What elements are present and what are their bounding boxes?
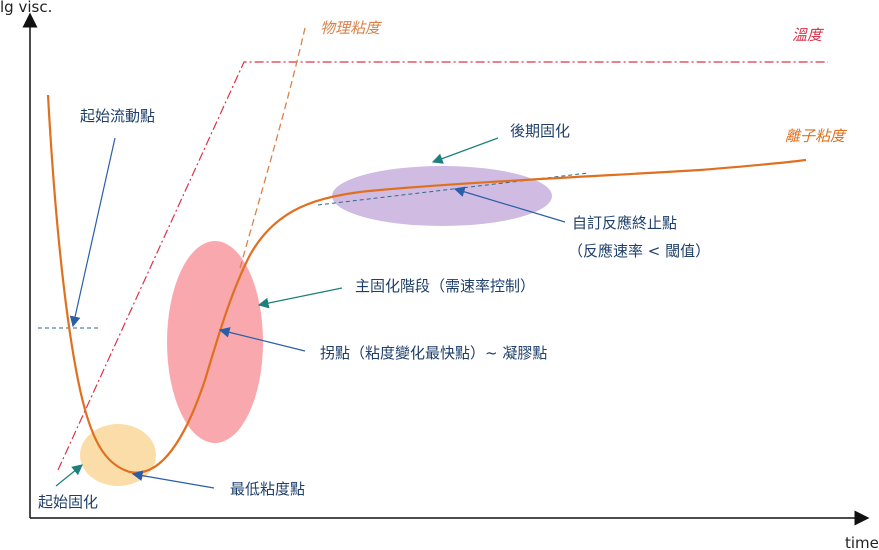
main-cure-arrow (257, 287, 343, 309)
physical-viscosity-curve (239, 27, 306, 269)
post-cure-region (332, 166, 552, 226)
start-cure-region (80, 424, 156, 486)
post-cure-arrow (431, 137, 499, 164)
custom-end-arrow (453, 186, 566, 223)
y-axis-label: lg visc. (0, 0, 52, 16)
start-flow-arrow (69, 137, 116, 328)
min-viscosity-arrow (131, 470, 215, 489)
start-flow-point-label: 起始流動點 (80, 107, 155, 125)
inflection-point-label: 拐點（粘度變化最快點）~ 凝膠點 (320, 344, 547, 362)
temperature-curve (57, 61, 828, 471)
custom-end-point-label: 自訂反應終止點 (572, 214, 677, 232)
ionic-viscosity-label: 離子粘度 (785, 127, 847, 145)
min-viscosity-label: 最低粘度點 (230, 480, 305, 498)
ionic-viscosity-curve (46, 94, 807, 474)
x-axis-label: time (845, 534, 879, 550)
start-cure-label: 起始固化 (38, 493, 98, 511)
post-cure-label: 後期固化 (510, 122, 570, 140)
main-cure-region (167, 241, 263, 443)
start-cure-arrow (55, 464, 83, 487)
temperature-label: 溫度 (792, 26, 824, 44)
custom-end-condition-label: （反應速率 < 閾值） (568, 242, 710, 260)
inflection-arrow (218, 327, 306, 352)
physical-viscosity-label: 物理粘度 (320, 19, 382, 37)
main-cure-stage-label: 主固化階段（需速率控制） (355, 277, 535, 295)
